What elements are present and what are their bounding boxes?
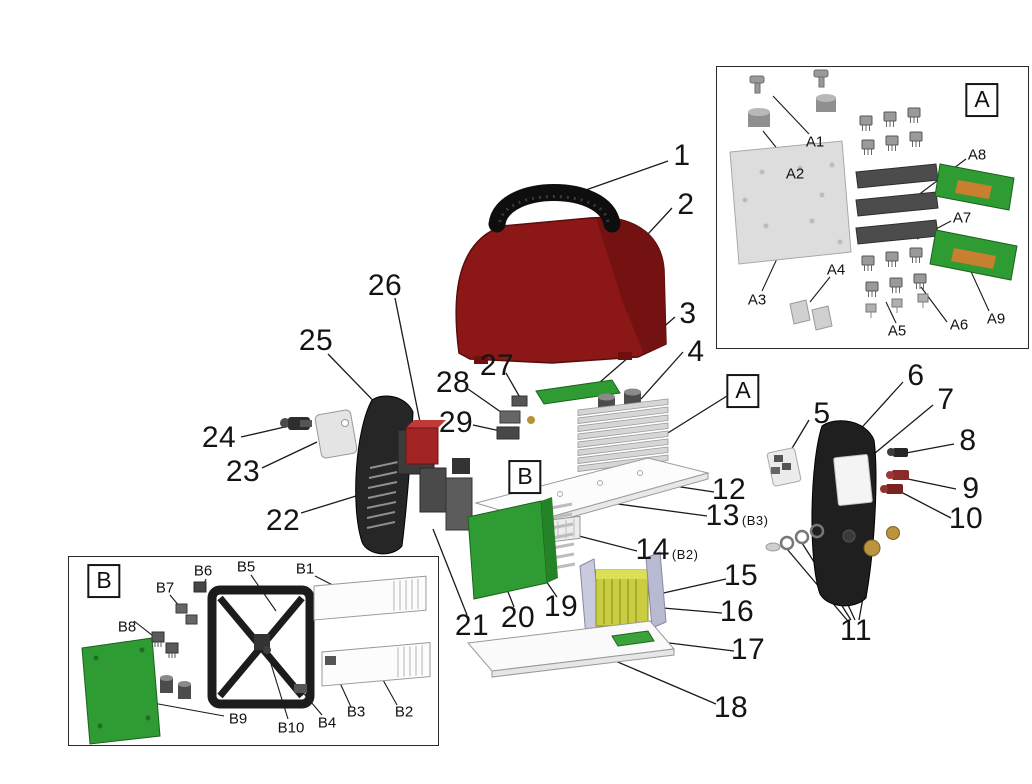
label-b5: B5: [236, 558, 256, 576]
callout-11: 11: [839, 614, 873, 647]
label-b6: B6: [193, 562, 213, 580]
rear-panel: [355, 395, 414, 555]
label-a4: A4: [826, 261, 846, 279]
mounting-bars: [855, 163, 939, 245]
label-b8: B8: [117, 618, 137, 636]
callout-22: 22: [265, 504, 301, 537]
callout-28: 28: [435, 366, 471, 399]
callout-9: 9: [962, 472, 980, 505]
label-b2: B2: [394, 703, 414, 721]
callout-4: 4: [687, 335, 705, 368]
section-marker-b: B: [508, 460, 542, 494]
callout-7: 7: [937, 383, 955, 416]
callout-8: 8: [959, 424, 977, 457]
callout-14: 14 (B2): [636, 535, 699, 565]
callout-21: 21: [454, 609, 490, 642]
inset-a-parts: [729, 69, 1018, 331]
switch-parts: [766, 447, 802, 487]
bottom-plate: [467, 620, 675, 678]
handle: [488, 184, 621, 233]
label-a8: A8: [967, 146, 987, 164]
label-a3: A3: [747, 291, 767, 309]
callout-19: 19: [543, 590, 579, 623]
block-b1: [313, 575, 427, 621]
label-b9: B9: [228, 710, 248, 728]
callout-2: 2: [677, 188, 695, 221]
callout-5: 5: [813, 397, 831, 430]
inset-a-title: A: [965, 83, 999, 117]
callout-27: 27: [479, 349, 515, 382]
callout-26: 26: [367, 269, 403, 302]
callout-15: 15: [723, 559, 759, 592]
inset-b-title: B: [87, 564, 121, 598]
cover: [455, 216, 667, 364]
transistor-legs: [862, 117, 924, 297]
heatsink: [577, 398, 669, 472]
callout-14-number: 14: [635, 533, 670, 566]
label-b3: B3: [346, 703, 366, 721]
callout-16: 16: [719, 595, 755, 628]
label-a1: A1: [805, 133, 825, 151]
callout-18: 18: [713, 691, 749, 724]
callout-17: 17: [730, 633, 766, 666]
small-mounts: [496, 395, 535, 440]
igbt-modules: [419, 458, 473, 531]
label-b1: B1: [295, 560, 315, 578]
label-b4: B4: [317, 714, 337, 732]
callout-25: 25: [298, 324, 334, 357]
label-a6: A6: [949, 316, 969, 334]
transformer: [579, 551, 667, 638]
label-b7: B7: [155, 579, 175, 597]
callout-12: 12: [711, 473, 747, 506]
side-plate: [314, 409, 358, 459]
callout-3: 3: [679, 297, 697, 330]
label-a5: A5: [887, 322, 907, 340]
callout-1: 1: [673, 139, 691, 172]
callout-13: 13 (B3): [706, 501, 769, 531]
callout-13-suffix: (B3): [741, 513, 769, 528]
callout-13-number: 13: [705, 499, 740, 532]
washers: [765, 523, 825, 552]
callout-23: 23: [225, 455, 261, 488]
callout-6: 6: [907, 359, 925, 392]
callout-29: 29: [438, 406, 474, 439]
block-b2: [321, 642, 431, 687]
inset-b-parts: [81, 575, 431, 745]
callout-24: 24: [201, 421, 237, 454]
section-marker-a: A: [726, 374, 760, 408]
callout-20: 20: [500, 601, 536, 634]
control-pcb: [535, 379, 621, 405]
callout-14-suffix: (B2): [671, 547, 699, 562]
power-pcb: [467, 497, 576, 600]
label-b10: B10: [277, 719, 305, 737]
panel-connectors: [880, 448, 909, 494]
label-a9: A9: [986, 310, 1006, 328]
sensor-connector: [280, 417, 312, 430]
front-panel: [811, 420, 900, 607]
callout-10: 10: [948, 502, 984, 535]
label-a7: A7: [952, 209, 972, 227]
fan-red-block: [405, 420, 446, 465]
label-a2: A2: [785, 165, 805, 183]
